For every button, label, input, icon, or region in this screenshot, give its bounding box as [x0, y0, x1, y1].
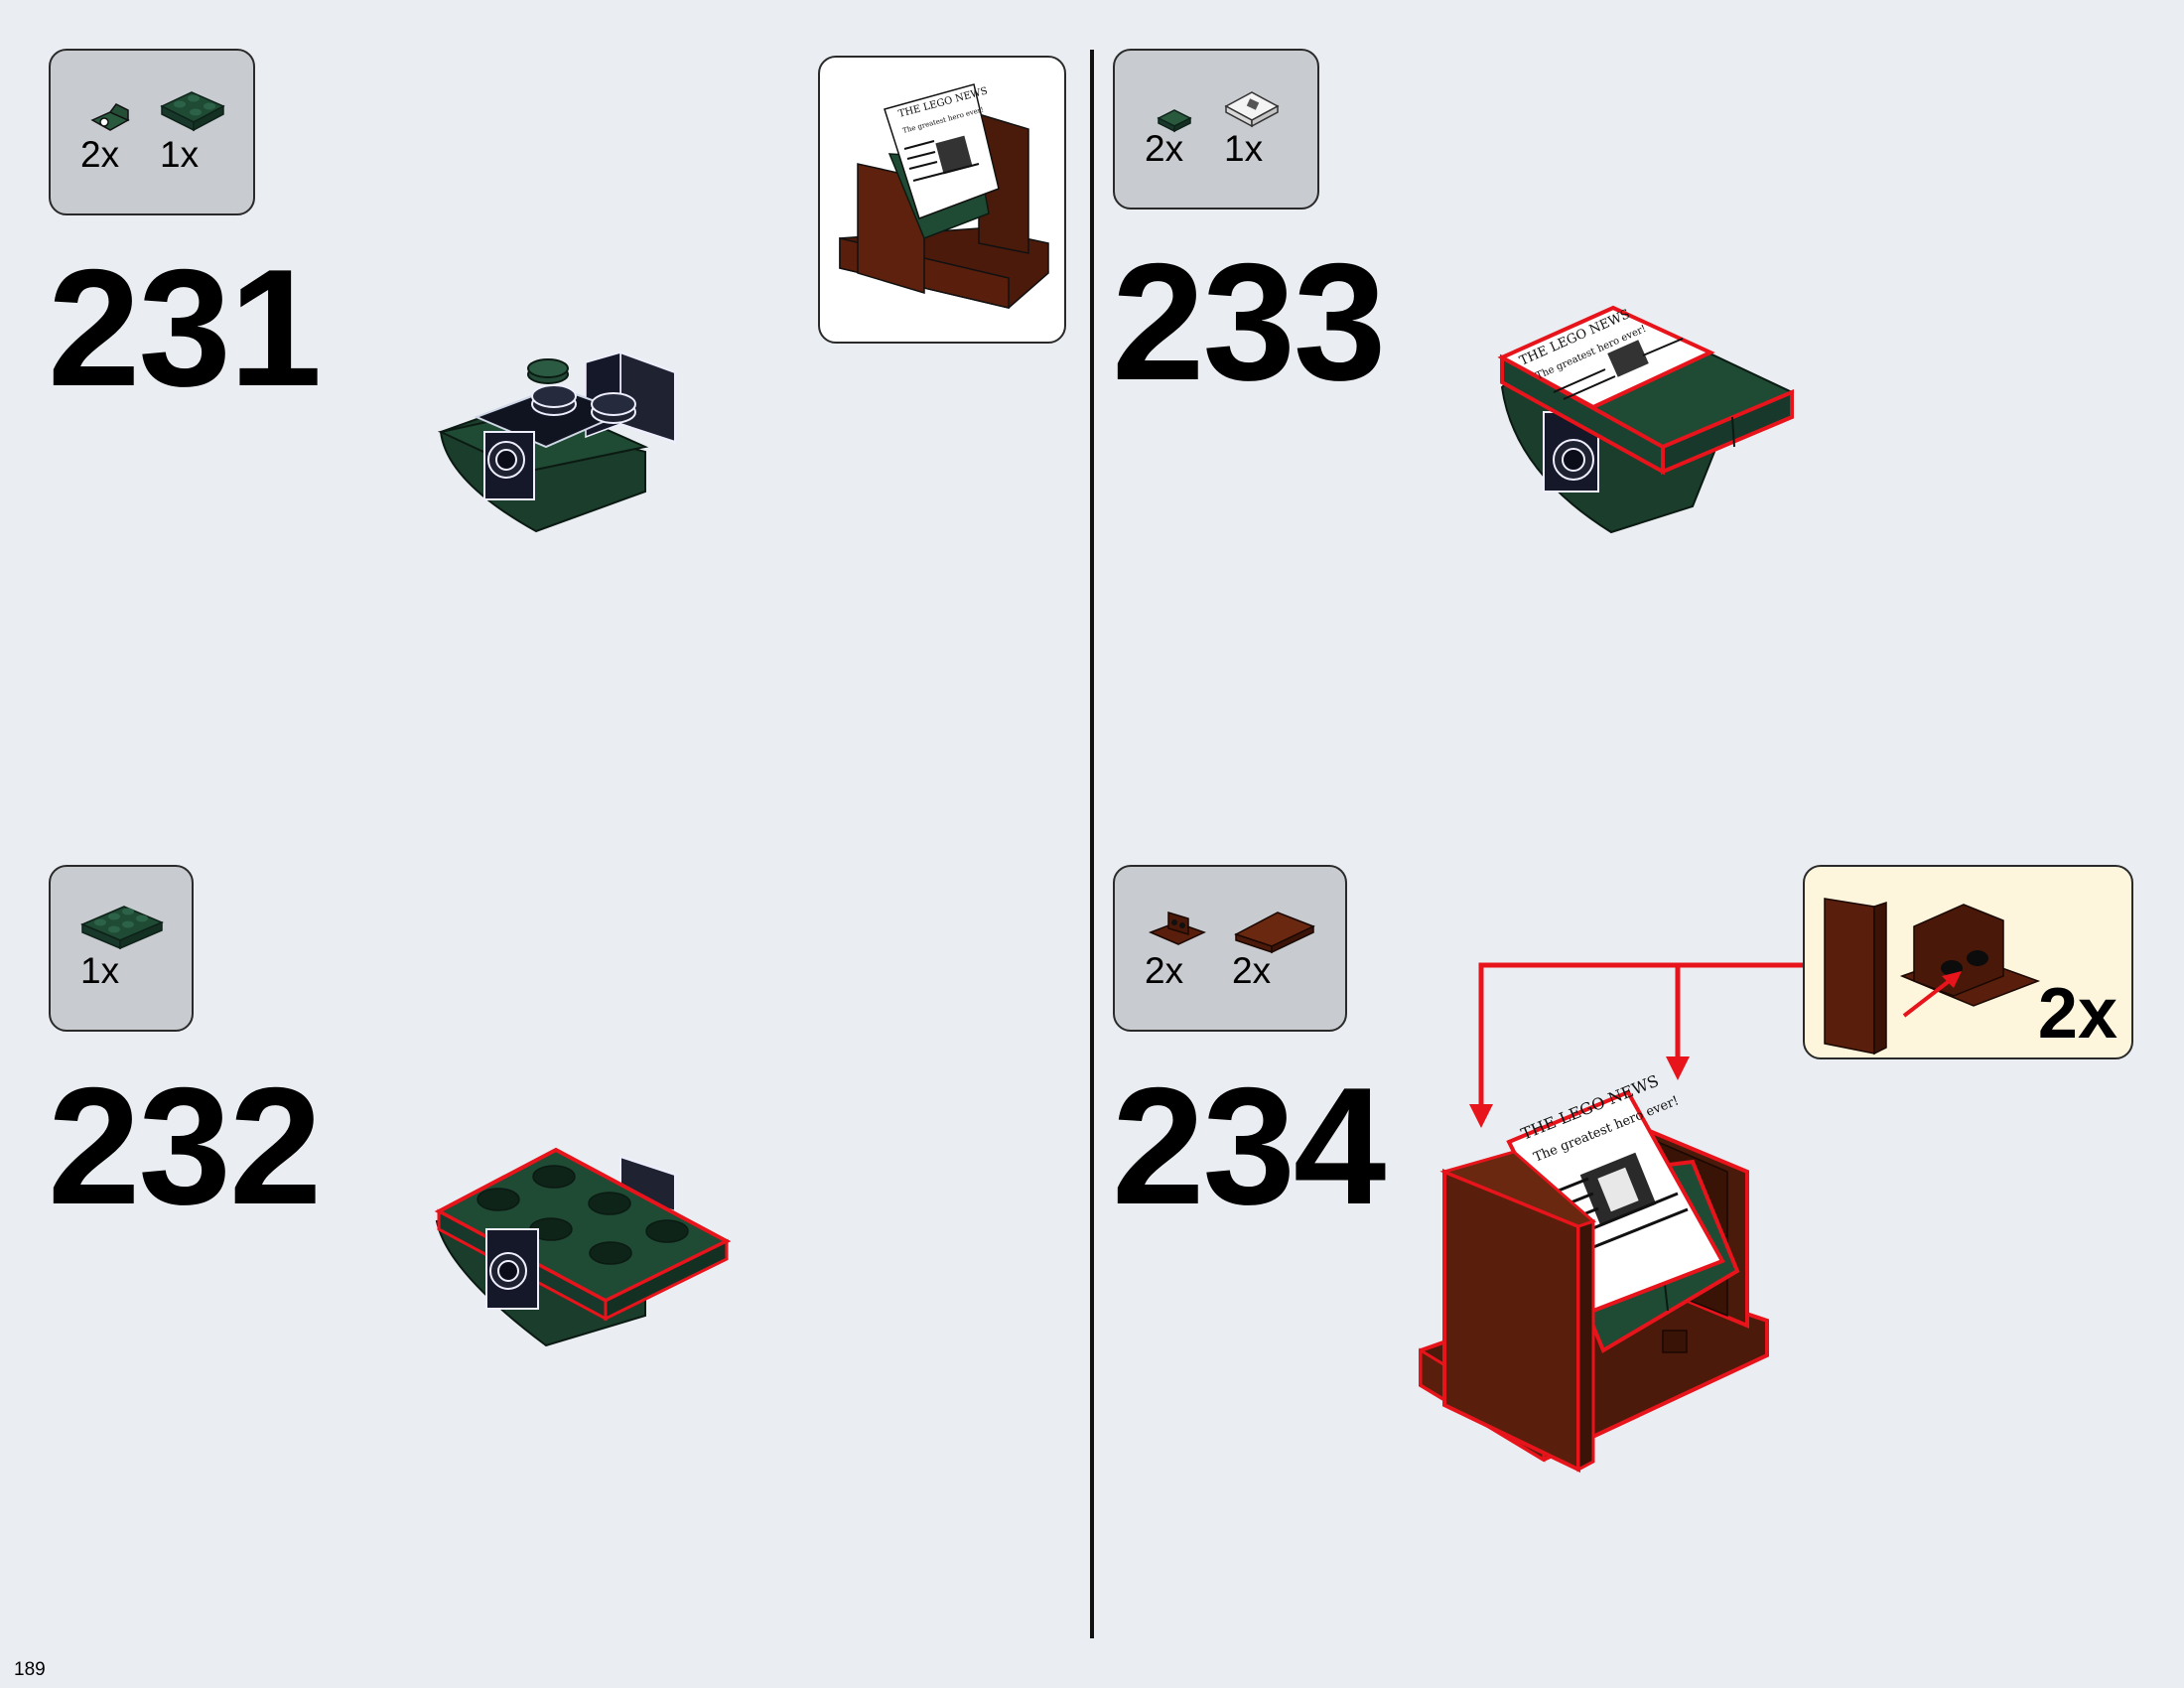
part-quantity: 1x — [80, 950, 120, 991]
column-divider — [1090, 50, 1094, 1638]
step-231-model — [437, 351, 676, 533]
step-232-parts-box: 1x — [49, 865, 194, 1032]
dark-green-plate-icon — [160, 91, 225, 132]
newspaper-tile-icon — [1224, 91, 1280, 128]
brown-bracket-icon — [1149, 911, 1206, 945]
step-231-parts-box: 2x 1x — [49, 49, 255, 215]
arrow-head — [1666, 1056, 1690, 1080]
subassembly-quantity: 2x — [2037, 974, 2117, 1054]
part-quantity: 2x — [1145, 128, 1184, 169]
newsstand-preview-image: THE LEGO NEWS The greatest hero ever! — [839, 83, 1049, 309]
step-234-model: THE LEGO NEWS The greatest hero ever! — [1419, 1071, 1769, 1474]
step-234-parts-box: 2x 2x — [1113, 865, 1347, 1032]
step-233-model: THE LEGO NEWS The greatest hero ever! — [1497, 305, 1795, 534]
final-assembly-preview: THE LEGO NEWS The greatest hero ever! — [818, 56, 1066, 344]
step-233-parts-box: 2x 1x — [1113, 49, 1319, 210]
step-number: 234 — [1112, 1053, 1386, 1239]
placement-arrows — [1469, 962, 1803, 1128]
subassembly-image — [1824, 898, 2041, 1055]
step-number: 232 — [48, 1053, 322, 1239]
dark-green-tile-icon — [1157, 109, 1192, 133]
part-quantity: 2x — [1232, 950, 1272, 991]
arrow-head — [1469, 1104, 1493, 1128]
brown-tile-icon — [1234, 912, 1315, 954]
step-number: 233 — [1112, 228, 1386, 415]
subassembly-callout: 2x — [1803, 865, 2133, 1059]
part-quantity: 2x — [80, 134, 120, 175]
page-number: 189 — [14, 1659, 46, 1680]
part-quantity: 2x — [1145, 950, 1184, 991]
step-232-model — [434, 1147, 732, 1347]
dark-green-bracket-icon — [90, 103, 130, 131]
part-quantity: 1x — [1224, 128, 1264, 169]
part-quantity: 1x — [160, 134, 200, 175]
dark-green-2x3-plate-icon — [80, 906, 164, 950]
step-number: 231 — [48, 234, 322, 421]
